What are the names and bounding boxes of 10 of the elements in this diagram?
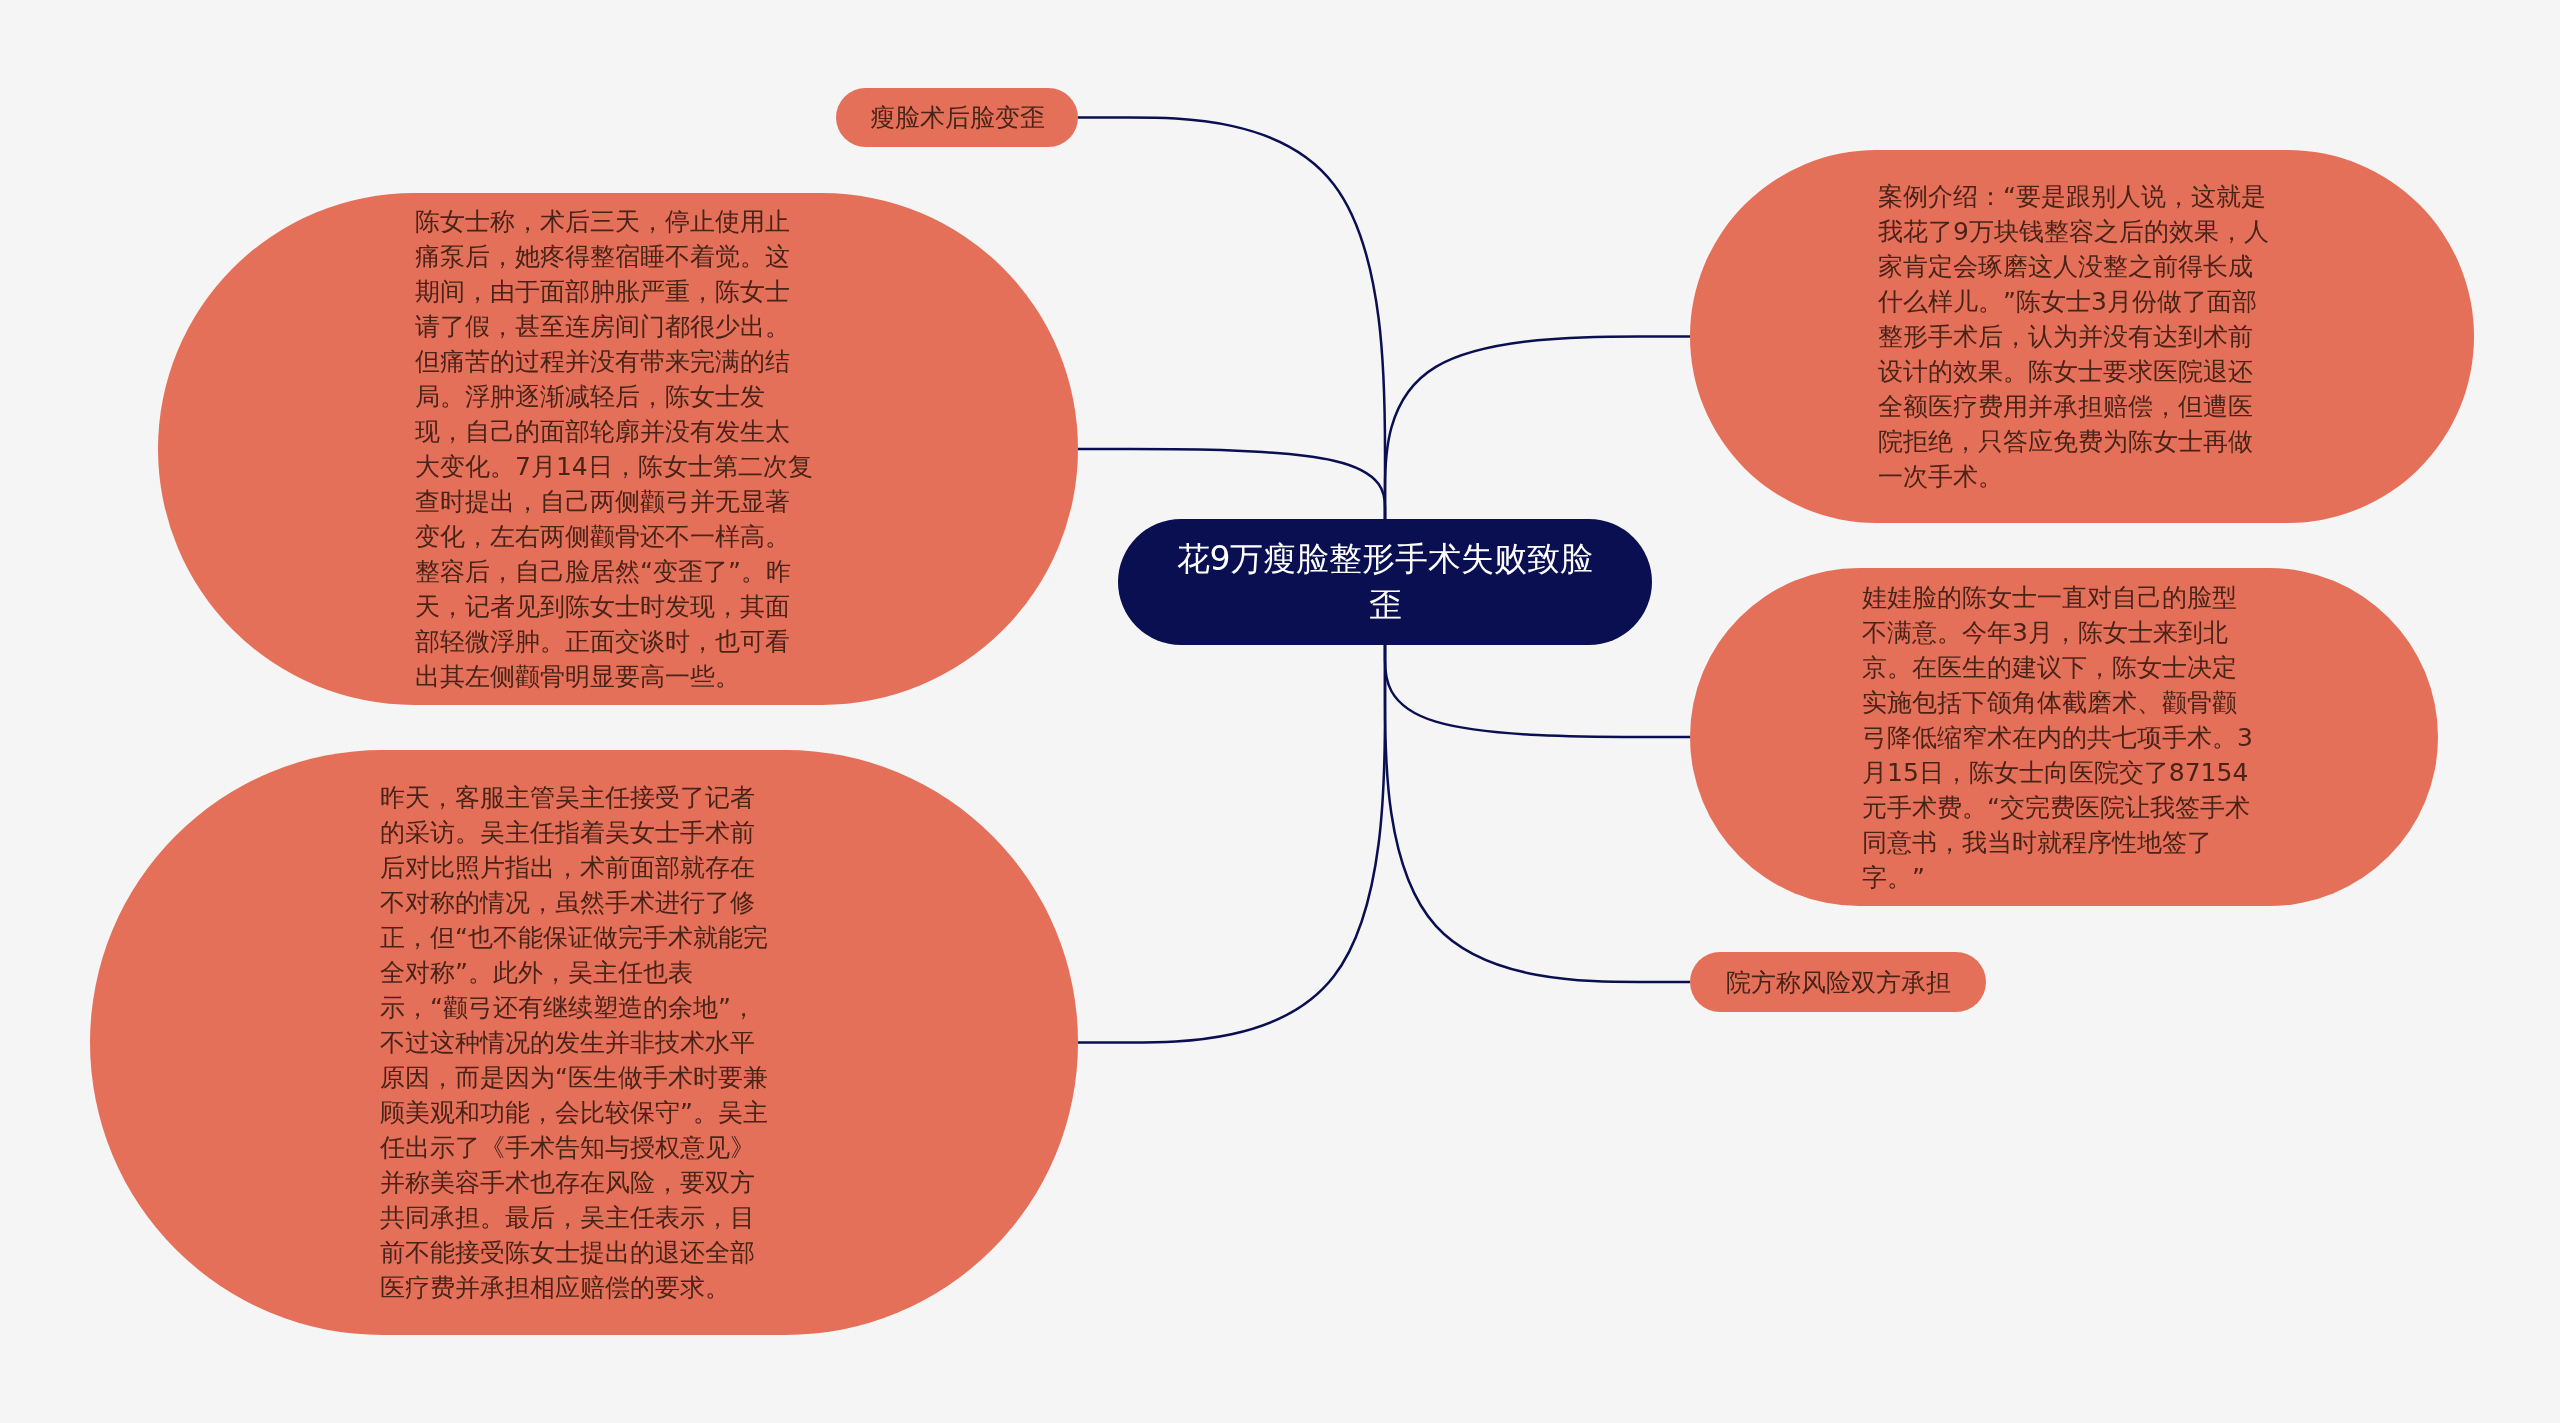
- topic-pill: [1690, 952, 1986, 1012]
- topic-label: 院方称风险双方承担: [1725, 966, 1951, 999]
- paragraph: 昨天，客服主管吴主任接受了记者的采访。吴主任指着吴女士手术前后对比照片指出，术前面部就存在不对称的情况，虽然手术进行了修正，但“也不能保证做完手术就能完全对称”。此外，吴主任也表示，“颧弓还有继续塑造的余地”，不过这种情况的发生并非技术水平原因，而是因为“医生做手术时要兼顾美观和功能，会比较保守”。吴主任出示了《手术告知与授权意见》并称美容手术也存在风险，要双方共同承担。最后，吴主任表示，目前不能接受陈女士提出的退还全部医疗费并承担相应赔偿的要求。: [380, 782, 769, 1304]
- paragraph: 娃娃脸的陈女士一直对自己的脸型不满意。今年3月，陈女士来到北京。在医生的建议下，陈女士决定实施包括下颌角体截磨术、颧骨颧弓降低缩窄术在内的共七项手术。3月15日，陈女士向医院交了87154元手术费。“交完费医院让我签手术同意书，我当时就程序性地签了字。”: [1862, 581, 2254, 894]
- topic-label: 瘦脸术后脸变歪: [869, 102, 1045, 134]
- paragraph: 案例介绍：“要是跟别人说，这就是我花了9万块钱整容之后的效果，人家肯定会琢磨这人没整之前得长成什么样儿。”陈女士3月份做了面部整形手术后，认为并没有达到术前设计的效果。陈女士要求医院退还全额医疗费用并承担赔偿，但遭医院拒绝，只答应免费为陈女士再做一次手术。: [1878, 181, 2270, 493]
- paragraph: 陈女士称，术后三天，停止使用止痛泵后，她疼得整宿睡不着觉。这期间，由于面部肿胀严重，陈女士请了假，甚至连房间门都很少出。但痛苦的过程并没有带来完满的结局。浮肿逐渐减轻后，陈女士发现，自己的面部轮廓并没有发生太大变化。7月14日，陈女士第二次复查时提出，自己两侧颧弓并无显著变化，左右两侧颧骨还不一样高。整容后，自己脸居然“变歪了”。昨天，记者见到陈女士时发现，其面部轻微浮肿。正面交谈时，也可看出其左侧颧骨明显要高一些。: [415, 206, 813, 693]
- connector-line: [1383, 335, 1690, 519]
- connector-line: [1383, 645, 1690, 984]
- topic-title: 花9万瘦脸整形手术失败致脸歪: [1175, 538, 1595, 626]
